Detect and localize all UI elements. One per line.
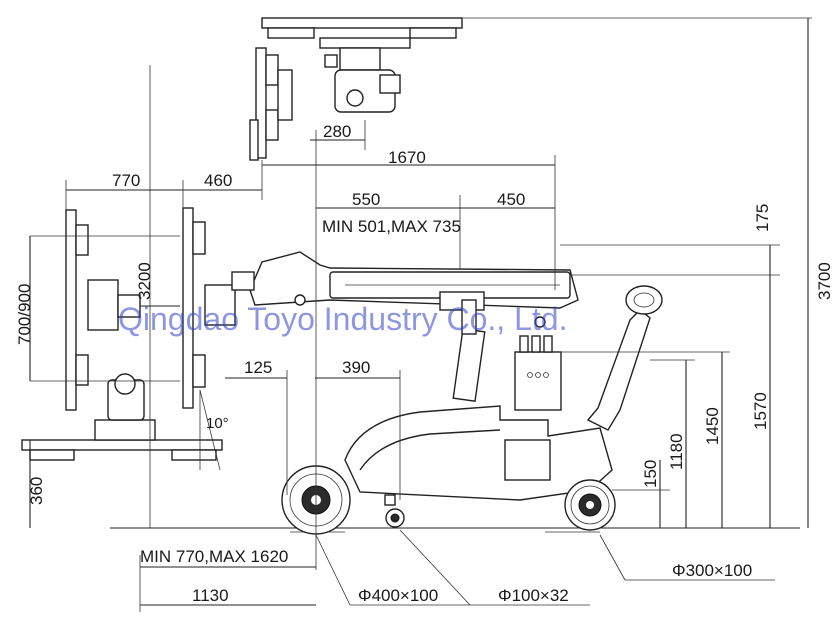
caster-wheel bbox=[384, 494, 405, 528]
dim-3200: 3200 bbox=[135, 262, 154, 300]
horizontal-dimension-lines bbox=[66, 139, 555, 606]
watermark-text: Qingdao Toyo Industry Co., Ltd. bbox=[118, 301, 567, 337]
angle-marker bbox=[199, 389, 221, 471]
top-suction-frame bbox=[261, 17, 463, 113]
callout-leaders bbox=[315, 529, 775, 606]
dim-360: 360 bbox=[27, 477, 46, 505]
suction-frame-bottom bbox=[21, 373, 223, 461]
dim-1570: 1570 bbox=[751, 392, 770, 430]
extension-lines bbox=[30, 65, 556, 612]
suction-frame-far-left bbox=[65, 209, 180, 411]
dim-770: 770 bbox=[112, 171, 140, 190]
suction-frame-mid bbox=[182, 207, 236, 409]
control-box bbox=[514, 335, 562, 411]
chassis bbox=[344, 405, 613, 501]
dim-390: 390 bbox=[342, 358, 370, 377]
tiller-handle bbox=[586, 285, 663, 431]
dim-1180: 1180 bbox=[667, 433, 686, 470]
dim-125: 125 bbox=[244, 358, 272, 377]
dim-1130: 1130 bbox=[192, 586, 229, 605]
vertical-suction-frame-upper bbox=[249, 47, 293, 161]
dim-3700: 3700 bbox=[815, 262, 834, 300]
dim-550: 550 bbox=[352, 190, 380, 209]
callout-rear-wheel: Φ300×100 bbox=[672, 561, 752, 580]
callout-caster: Φ100×32 bbox=[498, 586, 569, 605]
dim-1670: 1670 bbox=[388, 148, 426, 167]
dim-1450: 1450 bbox=[703, 407, 722, 445]
dim-175: 175 bbox=[753, 204, 772, 232]
dim-angle: 10° bbox=[206, 415, 229, 432]
dim-150: 150 bbox=[641, 460, 660, 488]
dim-700-900: 700/900 bbox=[15, 284, 34, 345]
vertical-dimension-lines bbox=[29, 17, 812, 528]
rear-wheel bbox=[564, 479, 616, 531]
dim-ground-reach: MIN 770,MAX 1620 bbox=[140, 547, 288, 566]
dim-460: 460 bbox=[204, 171, 232, 190]
dim-reach: MIN 501,MAX 735 bbox=[322, 217, 461, 236]
dim-280: 280 bbox=[323, 122, 351, 141]
ground-line bbox=[110, 527, 800, 533]
dim-450: 450 bbox=[497, 190, 525, 209]
callout-front-wheel: Φ400×100 bbox=[358, 586, 438, 605]
hydraulic-cylinder bbox=[452, 299, 486, 402]
